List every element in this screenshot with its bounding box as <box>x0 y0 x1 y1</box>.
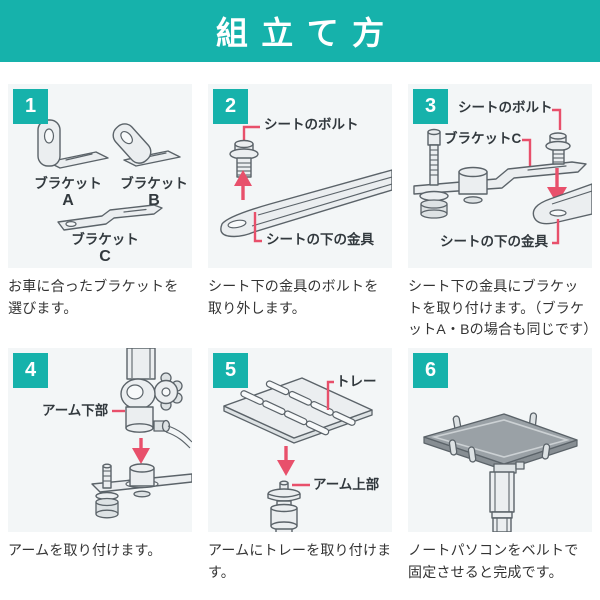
step-1-number-badge: 1 <box>13 89 48 124</box>
arm-install-illustration <box>91 348 192 519</box>
bracket-b-drawing <box>112 123 181 167</box>
down-arrow <box>547 168 567 204</box>
step-3-caption: シート下の金具にブラケットを取り付けます。（ブラケットA・Bの場合も同じです） <box>408 278 598 338</box>
tray-drawing <box>223 377 373 444</box>
arm-upper-drawing <box>267 480 301 532</box>
seat-bolt-drawing <box>545 132 571 165</box>
seat-rail-drawing <box>220 169 392 238</box>
step-2-number-badge: 2 <box>213 89 248 124</box>
bracket-a-label: ブラケット A <box>26 176 110 210</box>
clamp-knob <box>153 372 183 411</box>
bracket-c-label: ブラケットC <box>444 131 522 146</box>
step-3-illustration: 3 <box>408 84 592 268</box>
step-4-number-badge: 4 <box>13 353 48 388</box>
step-5-illustration: 5 <box>208 348 392 532</box>
bracket-b-label: ブラケット B <box>112 176 196 210</box>
down-arrow <box>132 438 150 464</box>
step-3-number-badge: 3 <box>413 89 448 124</box>
arm-upper-label: アーム上部 <box>313 477 380 492</box>
bracket-install-illustration <box>413 108 592 245</box>
bracket-strip-drawing <box>413 161 587 195</box>
seat-fitting-label: シートの下の金具 <box>440 234 548 249</box>
step-1-illustration: 1 <box>8 84 192 268</box>
step-1-caption: お車に合ったブラケットを選びます。 <box>8 278 179 316</box>
spacer-drawing <box>458 166 488 204</box>
belt-clips-front <box>448 439 551 463</box>
step-6-illustration: 6 <box>408 348 592 532</box>
step-1-cell: 1 <box>8 84 192 319</box>
arm-lower-drawing <box>120 348 192 449</box>
bracket-callout-line <box>522 138 532 170</box>
tray-install-illustration <box>223 377 373 532</box>
bolt-callout-line <box>242 125 260 140</box>
fitting-callout-line <box>552 219 560 245</box>
bracket-a-letter: A <box>62 191 74 209</box>
seat-bolt-label: シートのボルト <box>458 100 553 115</box>
fitting-callout-line <box>253 212 262 243</box>
bracket-a-drawing <box>37 119 109 169</box>
bracket-assembly-drawing <box>91 463 192 519</box>
step-4-cell: 4 <box>8 348 192 562</box>
step-2-cell: 2 <box>208 84 392 319</box>
finished-assembly-illustration <box>423 412 578 532</box>
step-6-cell: 6 <box>408 348 592 583</box>
step-6-caption: ノートパソコンをベルトで固定させると完成です。 <box>408 542 579 580</box>
seat-rail-drawing <box>532 183 592 225</box>
tray-callout-line <box>326 380 334 410</box>
seat-fitting-label: シートの下の金具 <box>266 232 374 247</box>
bracket-c-drawing <box>57 204 163 231</box>
bracket-c-letter: C <box>99 247 111 265</box>
bracket-c-label-text: ブラケット <box>71 232 139 247</box>
page-title: 組立て方 <box>215 15 398 51</box>
tray-drawing <box>423 413 578 471</box>
bolt-drawing <box>229 139 259 178</box>
tray-label: トレー <box>336 374 377 389</box>
bracket-b-letter: B <box>148 191 160 209</box>
brackets-illustration <box>37 119 181 231</box>
step-6-number-badge: 6 <box>413 353 448 388</box>
step-5-cell: 5 <box>208 348 392 583</box>
down-arrow <box>277 446 295 476</box>
step-2-caption: シート下の金具のボルトを取り外します。 <box>208 278 379 316</box>
step-5-number-badge: 5 <box>213 353 248 388</box>
step-3-cell: 3 <box>408 84 598 341</box>
tray-slots <box>240 380 356 436</box>
arm-lower-label: アーム下部 <box>42 403 109 418</box>
pole-drawing <box>489 461 525 532</box>
step-4-caption: アームを取り付けます。 <box>8 542 162 558</box>
up-arrow <box>234 170 252 200</box>
seat-bolt-removal-illustration <box>220 125 392 243</box>
stud-bolt-drawing <box>419 128 449 219</box>
step-4-illustration: 4 <box>8 348 192 532</box>
seat-bolt-label: シートのボルト <box>264 117 359 132</box>
header-band: 組立て方 <box>0 0 600 62</box>
bracket-a-label-text: ブラケット <box>34 176 102 191</box>
bolt-callout-line <box>552 108 562 130</box>
step-2-illustration: 2 <box>208 84 392 268</box>
step-5-caption: アームにトレーを取り付けます。 <box>208 542 392 580</box>
bracket-b-label-text: ブラケット <box>120 176 188 191</box>
bracket-c-label: ブラケット C <box>58 232 152 266</box>
